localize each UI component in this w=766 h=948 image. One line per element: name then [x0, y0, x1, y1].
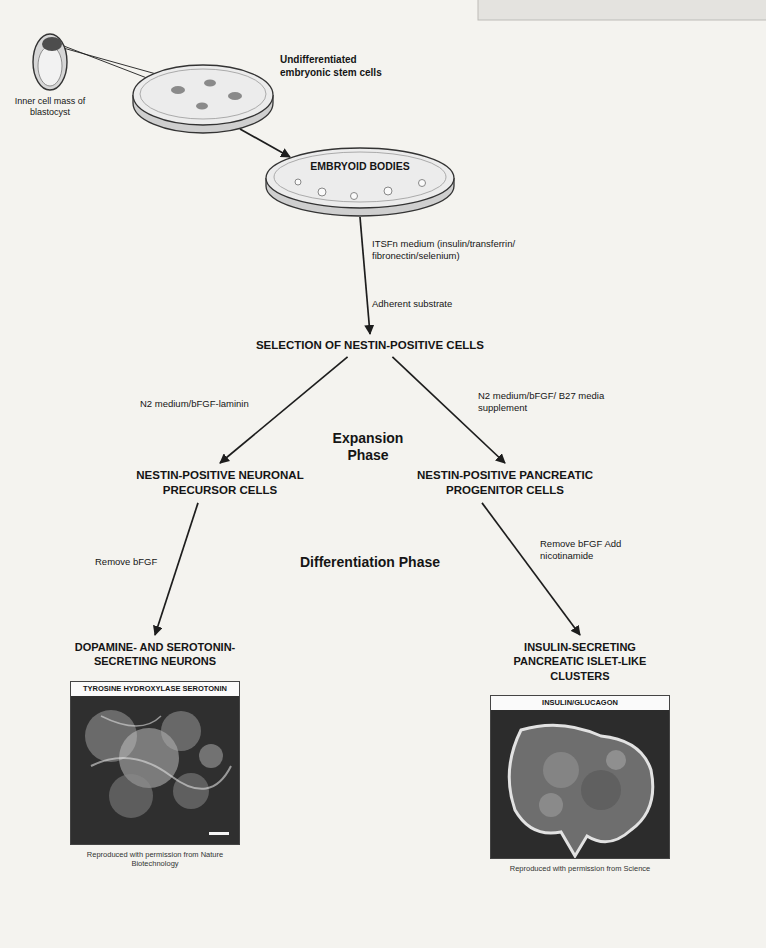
- culture-dish-part: [318, 188, 326, 196]
- result-panel: INSULIN-SECRETING PANCREATIC ISLET-LIKE …: [490, 640, 670, 873]
- culture-dish-part: [266, 148, 454, 208]
- micrograph-part: [109, 774, 153, 818]
- stage-title: NESTIN-POSITIVE NEURONAL PRECURSOR CELLS: [110, 468, 330, 498]
- edge-label: Remove bFGF: [95, 556, 175, 568]
- culture-dish-part: [196, 103, 208, 110]
- node-label: Inner cell mass of blastocyst: [12, 96, 88, 118]
- micrograph-part: [91, 758, 231, 789]
- culture-dish-part: [204, 80, 216, 87]
- culture-dish: [262, 142, 458, 224]
- culture-dish: [130, 50, 276, 142]
- culture-dish-part: [351, 193, 358, 200]
- stage-title: SELECTION OF NESTIN-POSITIVE CELLS: [230, 338, 510, 353]
- phase-label: Expansion Phase: [318, 430, 418, 464]
- stain-label: INSULIN/GLUCAGON: [491, 696, 669, 710]
- blastocyst-shape: [12, 30, 88, 94]
- stage-title: NESTIN-POSITIVE PANCREATIC PROGENITOR CE…: [390, 468, 620, 498]
- connector-line: [155, 503, 198, 635]
- culture-dish-part: [228, 92, 242, 100]
- flow-arrow: [155, 503, 198, 635]
- connector-line: [360, 217, 370, 334]
- micrograph-part: [543, 752, 579, 788]
- illustration-node: EMBRYOID BODIES: [262, 142, 458, 224]
- micrograph-part: [209, 832, 229, 835]
- panel-heading: INSULIN-SECRETING PANCREATIC ISLET-LIKE …: [490, 640, 670, 683]
- micrograph: [491, 710, 669, 858]
- culture-dish-part: [384, 187, 392, 195]
- stage-box: NESTIN-POSITIVE NEURONAL PRECURSOR CELLS: [110, 468, 330, 498]
- blastocyst-shape-part: [42, 37, 62, 51]
- flow-arrow: [240, 129, 290, 157]
- micrograph: [71, 696, 239, 844]
- micrograph-part: [539, 793, 563, 817]
- flow-arrow: [360, 217, 370, 334]
- micrograph-part: [491, 710, 669, 858]
- micrograph-part: [509, 725, 653, 856]
- micrograph-part: [71, 696, 239, 844]
- illustration-node: Undifferentiated embryonic stem cells: [130, 50, 402, 142]
- stage-box: NESTIN-POSITIVE PANCREATIC PROGENITOR CE…: [390, 468, 620, 498]
- node-label: EMBRYOID BODIES: [262, 160, 458, 173]
- micrograph-frame: INSULIN/GLUCAGON: [490, 695, 670, 859]
- edge-label: N2 medium/bFGF-laminin: [140, 398, 290, 410]
- note-label: Adherent substrate: [372, 298, 522, 310]
- flow-arrow: [482, 503, 580, 635]
- culture-dish-part: [140, 69, 266, 119]
- culture-dish-part: [295, 179, 301, 185]
- micrograph-frame: TYROSINE HYDROXYLASE SEROTONIN: [70, 681, 240, 845]
- micrograph-part: [101, 716, 161, 726]
- node-label: Undifferentiated embryonic stem cells: [280, 54, 398, 79]
- credit-note: Reproduced with permission from Nature B…: [70, 850, 240, 869]
- connector-line: [240, 129, 290, 157]
- stain-label: TYROSINE HYDROXYLASE SEROTONIN: [71, 682, 239, 696]
- edge-label: Remove bFGF Add nicotinamide: [540, 538, 640, 562]
- result-panel: DOPAMINE- AND SEROTONIN-SECRETING NEURON…: [70, 640, 240, 868]
- connector-line: [220, 357, 348, 463]
- illustration-node: Inner cell mass of blastocyst: [12, 30, 88, 118]
- edge-label: N2 medium/bFGF/ B27 media supplement: [478, 390, 618, 414]
- header-strip: [478, 0, 766, 20]
- connector-line: [482, 503, 580, 635]
- panel-heading: DOPAMINE- AND SEROTONIN-SECRETING NEURON…: [70, 640, 240, 669]
- micrograph-part: [161, 711, 201, 751]
- micrograph-part: [606, 750, 626, 770]
- micrograph-part: [173, 773, 209, 809]
- flow-arrow: [220, 357, 348, 463]
- blastocyst-shape-part: [33, 34, 67, 90]
- stage-box: SELECTION OF NESTIN-POSITIVE CELLS: [230, 338, 510, 353]
- edge-label: ITSFn medium (insulin/transferrin/ fibro…: [372, 238, 522, 262]
- culture-dish-part: [419, 180, 426, 187]
- micrograph-part: [581, 770, 621, 810]
- blastocyst-shape-part: [38, 46, 62, 86]
- credit-note: Reproduced with permission from Science: [490, 864, 670, 873]
- culture-dish-part: [133, 65, 273, 125]
- culture-dish-part: [274, 152, 446, 202]
- phase-label: Differentiation Phase: [295, 554, 445, 571]
- culture-dish-part: [171, 86, 185, 94]
- micrograph-part: [199, 744, 223, 768]
